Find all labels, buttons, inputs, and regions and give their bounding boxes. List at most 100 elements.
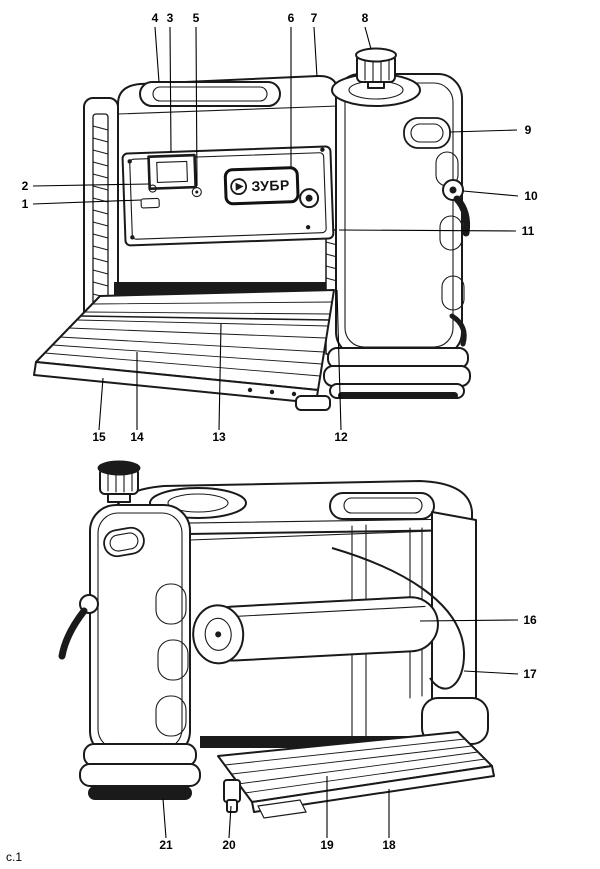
callout-leader-4 xyxy=(154,26,160,83)
side-handle-cutout-inner xyxy=(410,123,444,143)
indicator-lamp xyxy=(148,184,157,193)
table-latch xyxy=(223,779,241,803)
display-window xyxy=(147,153,197,190)
callout-leader-8 xyxy=(364,26,372,50)
brand-emblem-arrow xyxy=(235,182,244,191)
callout-number-19: 19 xyxy=(320,838,334,852)
callout-number-20: 20 xyxy=(222,838,236,852)
callout-leader-9 xyxy=(449,129,518,133)
infeed-table-hinge xyxy=(80,315,330,321)
callout-number-17: 17 xyxy=(523,667,537,681)
rear-crank-disc-inner xyxy=(167,493,229,513)
rear-lock-lever xyxy=(58,607,88,660)
outfeed-table-lip xyxy=(251,765,495,813)
callout-number-18: 18 xyxy=(382,838,396,852)
lock-lever xyxy=(453,195,471,237)
callout-number-16: 16 xyxy=(523,613,537,627)
panel-screw xyxy=(130,235,135,240)
callout-leader-13 xyxy=(218,323,222,431)
panel-screw xyxy=(305,224,311,230)
rear-knob-ridges xyxy=(107,469,133,493)
feed-roller-axle xyxy=(215,631,222,638)
callout-number-13: 13 xyxy=(212,430,226,444)
outfeed-table-support xyxy=(257,799,307,819)
planer-rear-illustration xyxy=(58,460,495,819)
front-base-shadow xyxy=(338,392,458,399)
panel-knob-center xyxy=(305,194,313,202)
outfeed-table-ribs xyxy=(224,738,486,794)
tower-grip-notch xyxy=(439,215,463,251)
rear-handle-cutout-inner xyxy=(109,532,139,552)
callout-leader-2 xyxy=(32,183,150,187)
zubr-logo-text: ЗУБР xyxy=(251,177,290,194)
rear-base-ring xyxy=(79,763,201,787)
infeed-table-ribs xyxy=(44,301,333,377)
rear-grip-notch xyxy=(157,639,189,681)
power-cable xyxy=(331,547,466,690)
table-latch-pin xyxy=(226,799,238,813)
panel-screw xyxy=(127,159,132,164)
lock-knob-center xyxy=(449,186,457,194)
callout-number-11: 11 xyxy=(522,224,535,238)
callout-leader-7 xyxy=(313,26,318,78)
page-footer-caption: с.1 xyxy=(6,850,22,864)
front-right-tower xyxy=(335,73,463,357)
callout-leader-3 xyxy=(169,26,172,153)
rear-grip-notch xyxy=(155,583,187,625)
callout-leader-10 xyxy=(462,190,519,197)
callout-number-21: 21 xyxy=(159,838,173,852)
carry-handle-slot xyxy=(139,81,281,107)
callout-leader-20 xyxy=(228,805,232,839)
callout-number-12: 12 xyxy=(334,430,348,444)
lip-roller xyxy=(269,389,275,395)
callout-number-6: 6 xyxy=(288,11,295,25)
front-right-post-threads xyxy=(325,241,342,283)
crank-knob-ridges xyxy=(364,54,390,82)
callout-leader-11 xyxy=(338,229,517,232)
callout-leader-17 xyxy=(463,670,519,675)
reset-button xyxy=(191,187,202,198)
callout-leader-21 xyxy=(162,798,167,839)
callout-number-2: 2 xyxy=(22,179,29,193)
callout-leader-5 xyxy=(195,26,198,187)
callout-number-14: 14 xyxy=(130,430,144,444)
callout-number-1: 1 xyxy=(22,197,29,211)
callout-leader-16 xyxy=(419,619,519,622)
callout-number-9: 9 xyxy=(525,123,532,137)
rear-knob-cap xyxy=(97,460,141,476)
callout-number-7: 7 xyxy=(311,11,318,25)
tower-grip-notch xyxy=(441,275,465,311)
crank-knob-cap xyxy=(355,47,397,63)
feed-roller xyxy=(192,596,439,665)
control-panel: ЗУБР xyxy=(121,145,335,247)
rear-carry-handle-slot xyxy=(329,492,435,520)
callout-number-8: 8 xyxy=(362,11,369,25)
rear-carry-handle-slot-inner xyxy=(343,497,423,514)
table-foot xyxy=(295,395,331,411)
rear-base-shadow xyxy=(88,786,192,800)
reset-button-dot xyxy=(195,190,199,194)
callout-number-10: 10 xyxy=(524,189,538,203)
callout-number-15: 15 xyxy=(92,430,106,444)
rear-grip-notch xyxy=(155,695,187,737)
display-screen xyxy=(156,160,188,183)
figure2-callouts: 16 17 18 19 20 21 xyxy=(159,613,537,852)
feed-roller-end-inner xyxy=(204,617,232,651)
rear-handle-cutout-outer xyxy=(103,526,145,558)
rear-base-ring xyxy=(83,743,197,767)
lip-roller xyxy=(247,387,253,393)
control-panel-inner-border xyxy=(129,152,327,240)
feed-roller-highlight xyxy=(224,605,426,618)
lip-roller xyxy=(291,391,297,397)
switch-button xyxy=(140,197,160,209)
table-support-hook xyxy=(449,313,467,347)
carry-handle-slot-inner xyxy=(152,86,268,102)
callout-leader-15 xyxy=(98,377,104,431)
interior-back-edge xyxy=(189,530,433,541)
callout-leader-12 xyxy=(336,289,342,431)
front-deck-edge xyxy=(117,105,339,115)
brand-plate xyxy=(223,166,300,206)
